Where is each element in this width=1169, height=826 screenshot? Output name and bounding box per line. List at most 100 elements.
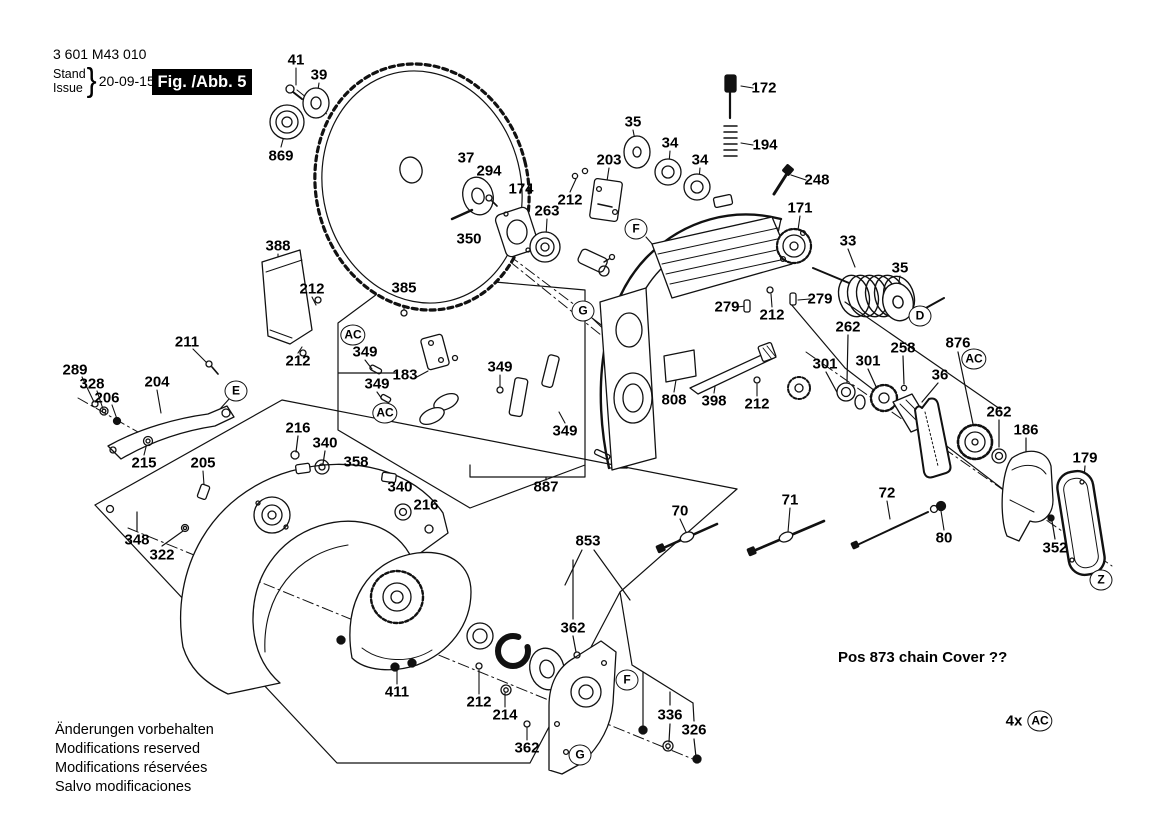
part-label-205: 205 xyxy=(190,454,216,472)
callout-g: G xyxy=(568,744,592,766)
part-label-72: 72 xyxy=(878,484,896,502)
part-label-212: 212 xyxy=(557,191,583,209)
part-label-216: 216 xyxy=(413,496,439,514)
part-label-171: 171 xyxy=(787,199,813,217)
part-label-179: 179 xyxy=(1072,449,1098,467)
part-label-212: 212 xyxy=(759,306,785,324)
arbor-parts xyxy=(269,84,330,140)
part-label-398: 398 xyxy=(701,392,727,410)
callout-f: F xyxy=(615,669,639,691)
part-label-35: 35 xyxy=(891,259,909,277)
part-label-186: 186 xyxy=(1013,421,1039,439)
part-label-183: 183 xyxy=(392,366,418,384)
part-label-352: 352 xyxy=(1042,539,1068,557)
issue-date: 20-09-15 xyxy=(98,73,155,89)
part-label-35: 35 xyxy=(624,113,642,131)
part-label-348: 348 xyxy=(124,531,150,549)
part-label-34: 34 xyxy=(661,134,679,152)
callout-z: Z xyxy=(1089,569,1113,591)
stand-label: Stand xyxy=(53,67,86,81)
part-label-212: 212 xyxy=(466,693,492,711)
part-label-876: 876 xyxy=(945,334,971,352)
part-label-194: 194 xyxy=(752,136,778,154)
callout-ac: AC xyxy=(961,348,987,370)
part-label-853: 853 xyxy=(575,532,601,550)
part-label-340: 340 xyxy=(387,478,413,496)
part-label-34: 34 xyxy=(691,151,709,169)
callout-d: D xyxy=(908,305,932,327)
part-label-349: 349 xyxy=(364,375,390,393)
part-label-808: 808 xyxy=(661,391,687,409)
issue-label: Issue xyxy=(53,81,83,95)
part-label-37: 37 xyxy=(457,149,475,167)
lower-guard xyxy=(105,450,449,695)
part-label-174: 174 xyxy=(508,180,534,198)
part-label-41: 41 xyxy=(287,51,305,69)
adjuster-housing xyxy=(1001,450,1106,577)
part-label-214: 214 xyxy=(492,706,518,724)
part-label-215: 215 xyxy=(131,454,157,472)
part-label-349: 349 xyxy=(552,422,578,440)
part-label-262: 262 xyxy=(835,318,861,336)
part-label-301: 301 xyxy=(812,355,838,373)
gear-train xyxy=(836,382,1007,479)
spindle-parts xyxy=(450,135,711,277)
part-label-385: 385 xyxy=(391,279,417,297)
part-label-388: 388 xyxy=(265,237,291,255)
note-line-en: Modifications reserved xyxy=(55,741,201,757)
callout-g: G xyxy=(571,300,595,322)
part-label-358: 358 xyxy=(343,453,369,471)
part-label-328: 328 xyxy=(79,375,105,393)
modification-notes: Änderungen vorbehalten Modifications res… xyxy=(55,721,214,797)
part-label-362: 362 xyxy=(560,619,586,637)
part-label-216: 216 xyxy=(285,419,311,437)
latch-subassembly xyxy=(369,309,611,461)
callout-ac: AC xyxy=(340,324,366,346)
part-label-70: 70 xyxy=(671,502,689,520)
callout-ac: AC xyxy=(372,402,398,424)
part-label-349: 349 xyxy=(352,343,378,361)
part-label-326: 326 xyxy=(681,721,707,739)
control-rods xyxy=(655,500,947,557)
side-guard-plate xyxy=(261,249,322,357)
gear-cover xyxy=(336,551,565,696)
part-label-869: 869 xyxy=(268,147,294,165)
part-label-262: 262 xyxy=(986,403,1012,421)
part-label-349: 349 xyxy=(487,358,513,376)
part-label-322: 322 xyxy=(149,546,175,564)
note-line-fr: Modifications réservées xyxy=(55,760,208,776)
part-label-36: 36 xyxy=(931,366,949,384)
part-label-248: 248 xyxy=(804,171,830,189)
part-label-212: 212 xyxy=(285,352,311,370)
part-number: 3 601 M43 010 xyxy=(53,46,147,62)
callout-ac: AC xyxy=(1027,710,1053,732)
part-label-212: 212 xyxy=(744,395,770,413)
part-label-279: 279 xyxy=(807,290,833,308)
part-label-887: 887 xyxy=(533,478,559,496)
revision-block: Stand Issue } 20-09-15 xyxy=(53,62,155,99)
callout-f: F xyxy=(624,218,648,240)
figure-label: Fig. /Abb. 5 xyxy=(152,69,252,95)
part-label-206: 206 xyxy=(94,389,120,407)
saw-blade xyxy=(313,62,531,312)
part-label-263: 263 xyxy=(534,202,560,220)
note-line-de: Änderungen vorbehalten xyxy=(55,722,214,738)
part-label-350: 350 xyxy=(456,230,482,248)
part-label-301: 301 xyxy=(855,352,881,370)
part-label-279: 279 xyxy=(714,298,740,316)
part-label-211: 211 xyxy=(174,333,200,351)
part-label-294: 294 xyxy=(476,162,502,180)
part-label-204: 204 xyxy=(144,373,170,391)
motor-arm-assembly xyxy=(599,164,813,471)
callout-e: E xyxy=(224,380,248,402)
part-label-258: 258 xyxy=(890,339,916,357)
part-label-336: 336 xyxy=(657,706,683,724)
brace-glyph: } xyxy=(86,62,97,99)
part-label-80: 80 xyxy=(935,529,953,547)
part-label-172: 172 xyxy=(751,79,777,97)
clamp-screw-and-spring xyxy=(723,74,738,157)
part-label-289: 289 xyxy=(62,361,88,379)
note-line-es: Salvo modificaciones xyxy=(55,779,192,795)
